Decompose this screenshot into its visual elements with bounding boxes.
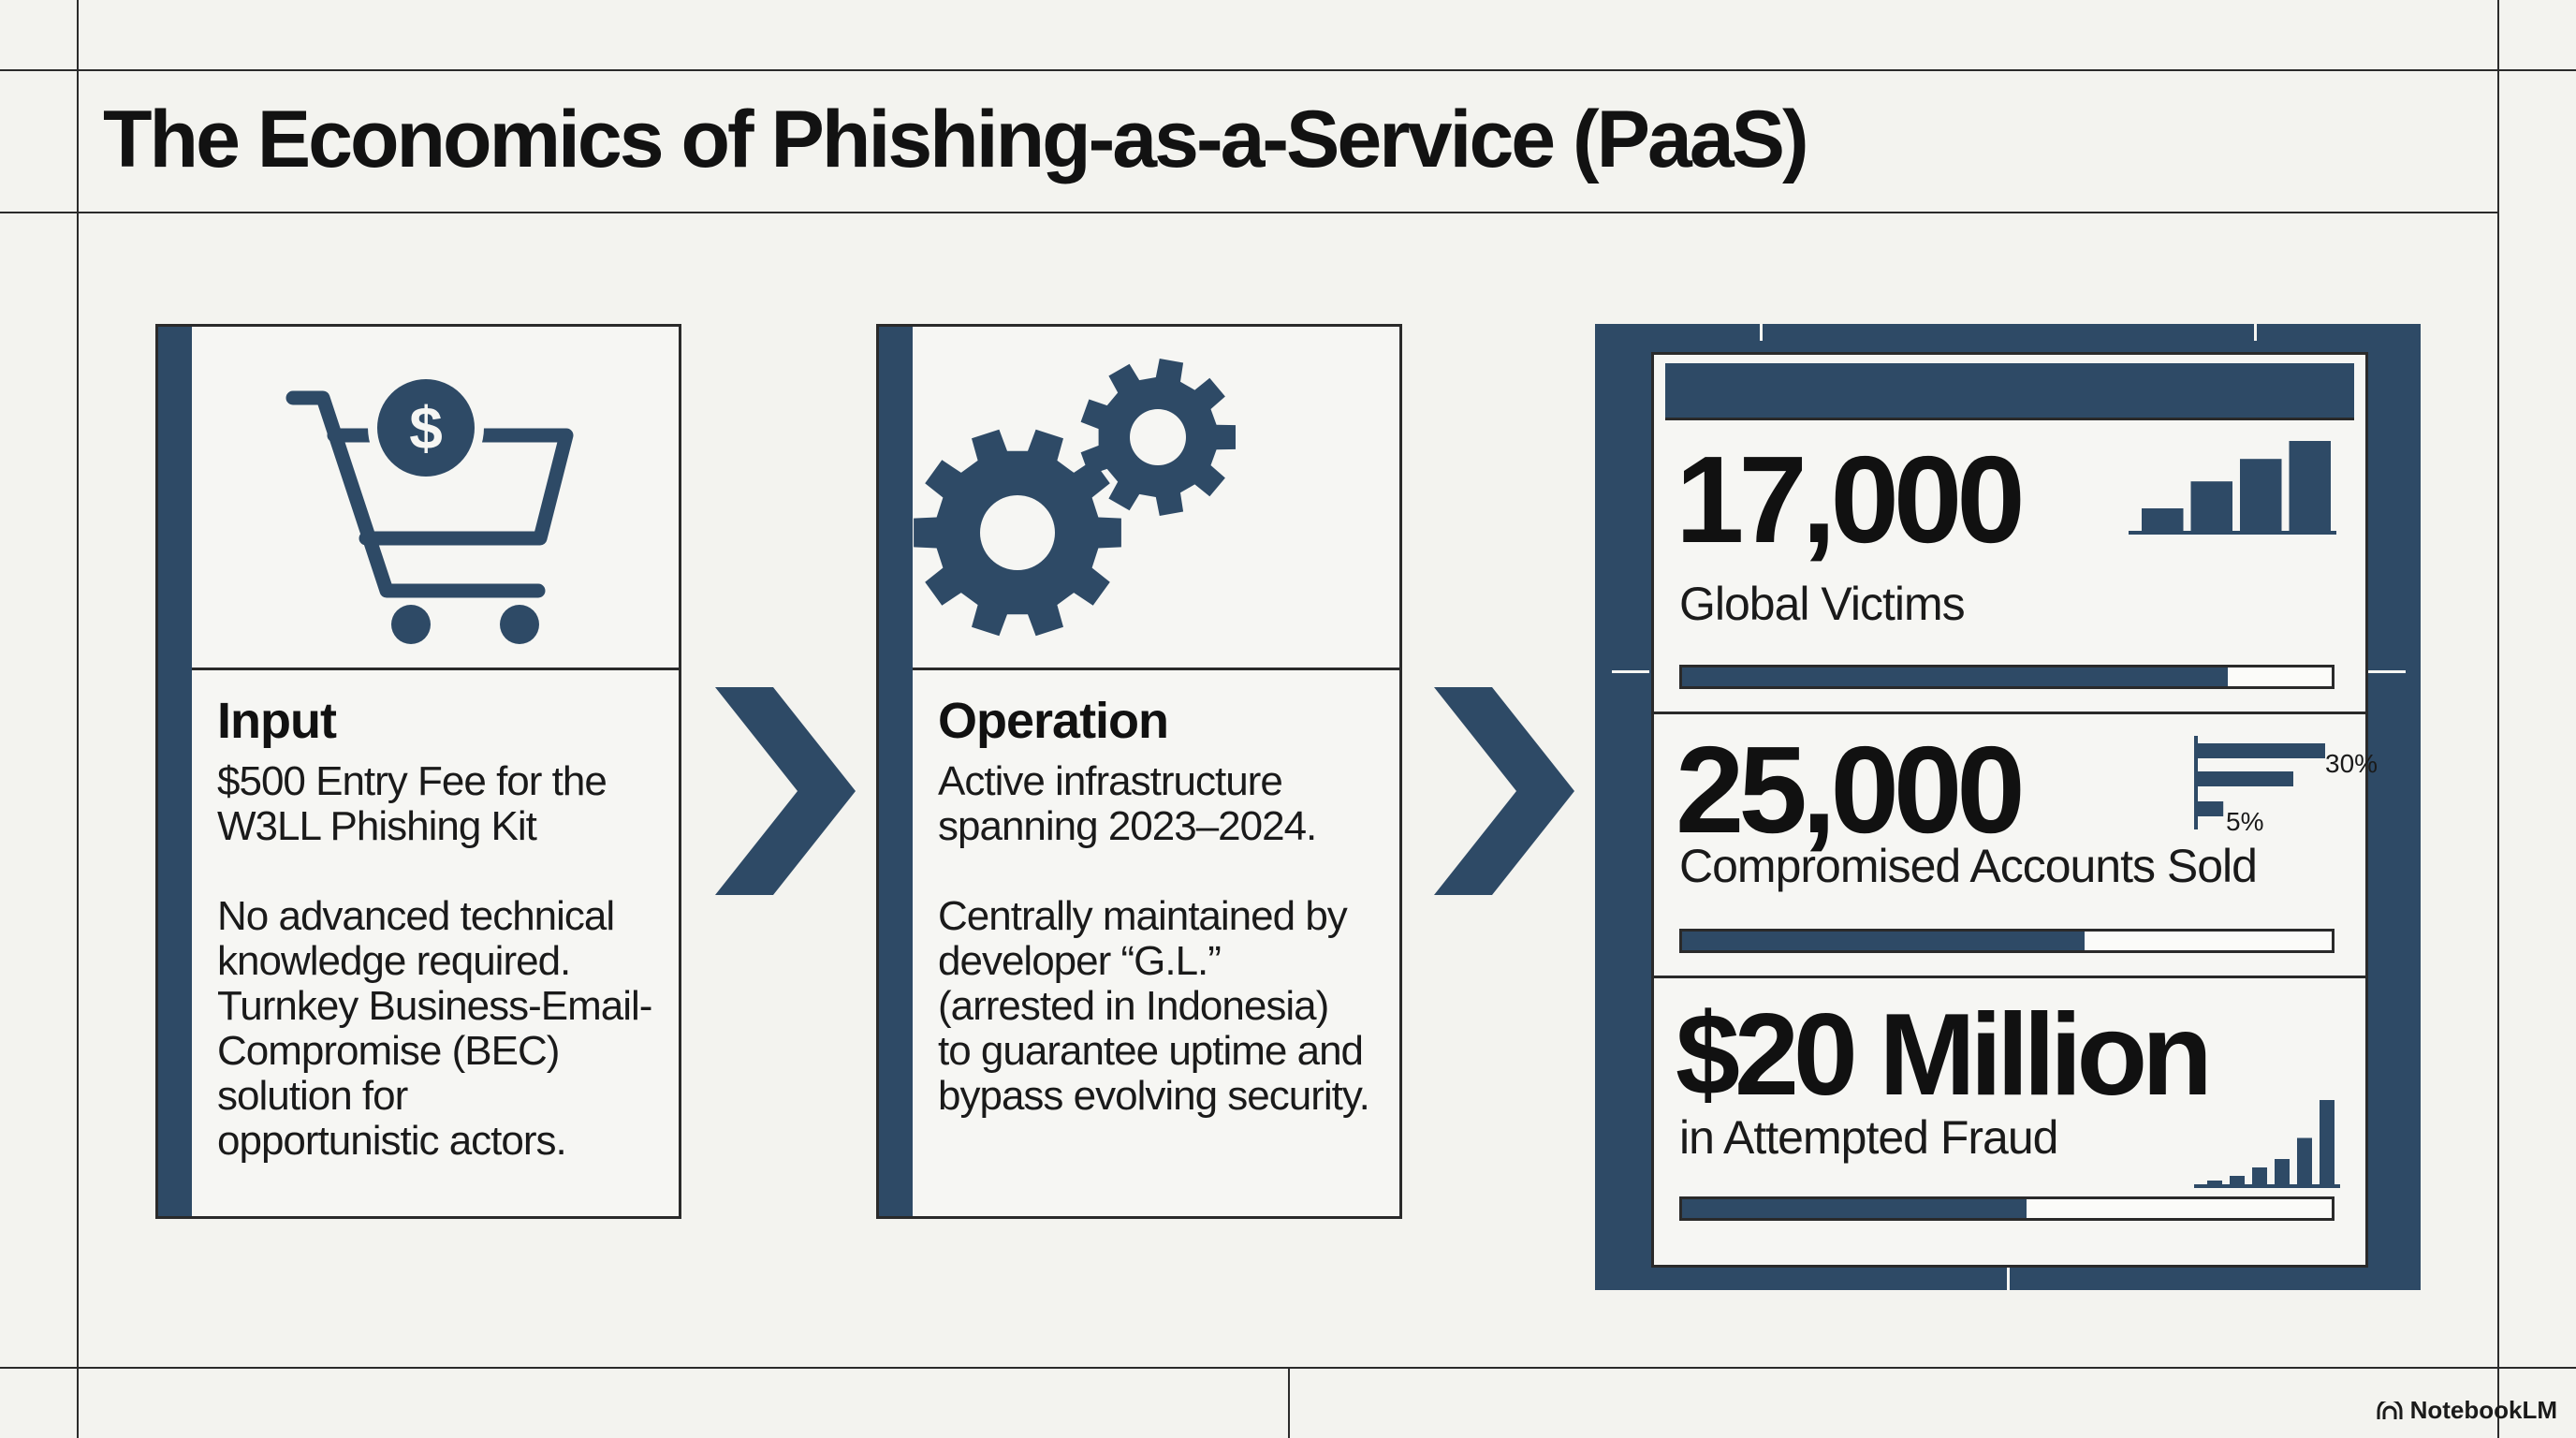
svg-text:$: $ (409, 394, 443, 462)
frame-tick (2254, 324, 2257, 341)
frame-tick (1760, 324, 1763, 341)
results-dashboard: 17,000 Global Victims 25,000 30% 5% Comp… (1595, 324, 2421, 1290)
frame-tick (1612, 670, 1649, 673)
input-card: $ Input $500 Entry Fee for the W3LL Phis… (155, 324, 681, 1219)
text-line: Active infrastructure (938, 758, 1283, 804)
mini-chart-axis (2194, 736, 2198, 829)
progress-fill (1682, 1199, 2027, 1218)
operation-card: Operation Active infrastructure spanning… (876, 324, 1402, 1219)
frame-tick (2007, 1256, 2010, 1290)
card-accent-bar (879, 327, 913, 1216)
mini-bar (2275, 1159, 2290, 1184)
operation-paragraph-2: Centrally maintained by developer “G.L.”… (938, 894, 1387, 1119)
stat-separator (1651, 712, 2368, 714)
text-line: opportunistic actors. (217, 1118, 567, 1164)
input-paragraph-2: No advanced technical knowledge required… (217, 894, 666, 1164)
bar-chart-icon (2194, 1100, 2340, 1188)
input-body: $500 Entry Fee for the W3LL Phishing Kit… (217, 759, 666, 1209)
mini-hbar (2198, 771, 2293, 786)
input-paragraph-1: $500 Entry Fee for the W3LL Phishing Kit (217, 759, 666, 849)
progress-bar-victims (1679, 665, 2334, 689)
grid-rule (0, 212, 2497, 213)
horizontal-bar-chart-icon (2194, 736, 2325, 829)
text-line: $500 Entry Fee for the (217, 758, 607, 804)
mini-hbar (2198, 743, 2325, 758)
text-line: knowledge required. (217, 938, 571, 984)
text-line: solution for (217, 1073, 408, 1119)
mini-bar (2297, 1137, 2312, 1184)
grid-rule (2497, 0, 2499, 1438)
stat-value-victims: 17,000 (1676, 431, 2026, 568)
mini-hbar (2198, 801, 2224, 816)
bar-chart-icon (2129, 441, 2336, 535)
operation-heading: Operation (938, 693, 1169, 749)
mini-bar (2252, 1167, 2267, 1184)
results-panel: 17,000 Global Victims 25,000 30% 5% Comp… (1651, 352, 2378, 1268)
operation-body: Active infrastructure spanning 2023–2024… (938, 759, 1387, 1164)
gear-hole (1130, 409, 1186, 465)
mini-bar (2240, 459, 2282, 531)
bar-label-30: 30% (2325, 749, 2378, 778)
page-title: The Economics of Phishing-as-a-Service (… (103, 95, 1809, 184)
notebooklm-logo-icon (2377, 1401, 2403, 1419)
mini-bar (2190, 481, 2232, 531)
stat-label-accounts: Compromised Accounts Sold (1679, 840, 2258, 892)
text-line: No advanced technical (217, 893, 615, 939)
text-line: Compromise (BEC) (217, 1028, 560, 1074)
stat-separator (1651, 976, 2368, 978)
card-accent-bar (158, 327, 192, 1216)
progress-fill (1682, 932, 2086, 950)
bar-label-5: 5% (2226, 807, 2264, 836)
results-header-bar (1665, 363, 2354, 418)
grid-rule (0, 69, 2576, 71)
mini-bar (2289, 441, 2331, 531)
brand-name: NotebookLM (2409, 1396, 2557, 1424)
stat-value-accounts: 25,000 (1676, 721, 2026, 858)
grid-rule (0, 1367, 2576, 1369)
mini-bar (2230, 1176, 2245, 1184)
text-line: Centrally maintained by (938, 893, 1348, 939)
results-header-rule (1665, 418, 2354, 420)
text-line: Turnkey Business-Email- (217, 983, 652, 1029)
text-line: W3LL Phishing Kit (217, 803, 537, 849)
mini-bar (2320, 1100, 2334, 1184)
mini-bar (2207, 1181, 2222, 1184)
gears-icon (913, 327, 1399, 668)
stat-label-victims: Global Victims (1679, 578, 1966, 630)
text-line: to guarantee uptime and (938, 1028, 1364, 1074)
mini-chart-baseline (2129, 531, 2336, 535)
stat-label-fraud: in Attempted Fraud (1679, 1111, 2058, 1164)
brand-mark: NotebookLM (2377, 1396, 2557, 1425)
chevron-right-icon (715, 687, 856, 895)
mini-chart-baseline (2194, 1184, 2340, 1188)
gear-hole (980, 495, 1055, 570)
frame-tick (2368, 670, 2406, 673)
text-line: spanning 2023–2024. (938, 803, 1317, 849)
card-divider (192, 668, 679, 670)
progress-fill (1682, 668, 2228, 686)
text-line: bypass evolving security. (938, 1073, 1370, 1119)
progress-bar-fraud (1679, 1196, 2334, 1221)
text-line: (arrested in Indonesia) (938, 983, 1329, 1029)
chevron-right-icon (1434, 687, 1574, 895)
shopping-cart-dollar-icon: $ (192, 327, 679, 668)
stat-value-fraud: $20 Million (1676, 990, 2213, 1120)
mini-bar (2142, 508, 2184, 531)
results-panel-frame (1651, 352, 2368, 1268)
operation-paragraph-1: Active infrastructure spanning 2023–2024… (938, 759, 1387, 849)
input-heading: Input (217, 693, 337, 749)
progress-bar-accounts (1679, 929, 2334, 953)
grid-rule (77, 0, 79, 1438)
grid-rule (1288, 1367, 1290, 1438)
text-line: developer “G.L.” (938, 938, 1222, 984)
card-divider (913, 668, 1399, 670)
